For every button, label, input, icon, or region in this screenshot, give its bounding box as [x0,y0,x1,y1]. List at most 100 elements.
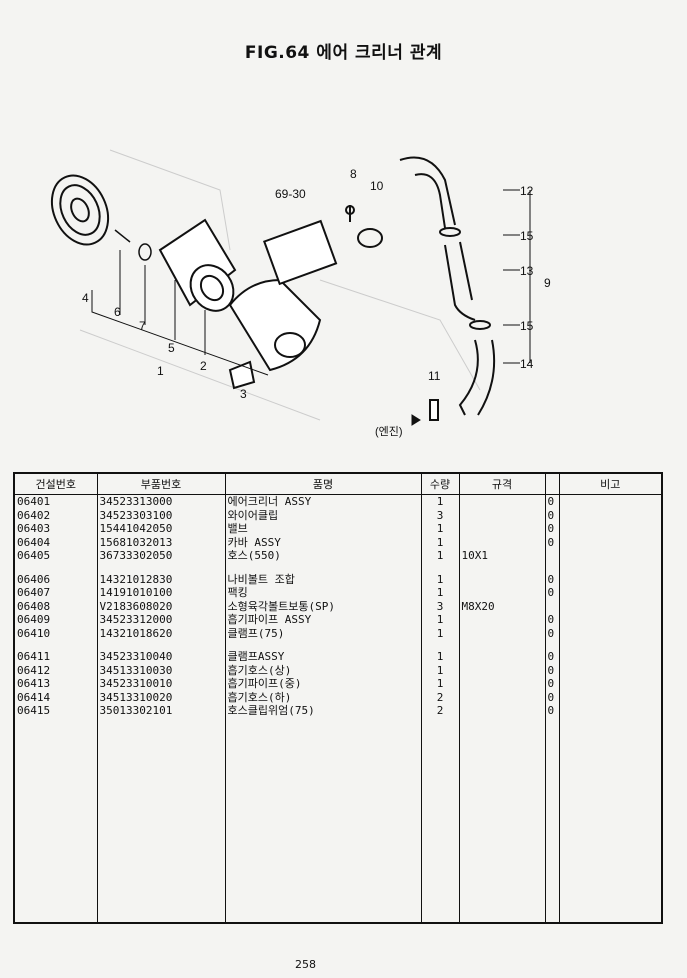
cell-part: 34523312000 [97,613,226,627]
spacer-cell [559,563,661,573]
cell-name: 호스(550) [225,549,422,563]
cell-spec [459,572,546,586]
callout-13: 13 [520,264,534,278]
cell-spec [459,508,546,522]
cell-name: 흡기호스(상) [225,663,422,677]
cell-qty: 2 [421,690,460,704]
callout-9: 9 [544,276,551,290]
callout-1: 1 [157,364,164,378]
cell-part: 14191010100 [97,586,226,600]
spacer-cell [545,640,560,650]
cell-qty: 1 [421,650,460,664]
cell-spec [459,663,546,677]
header-part-name: 품명 [225,474,422,495]
cell-part: 34523303100 [97,508,226,522]
cell-note [559,586,661,600]
header-blank [545,474,560,495]
spacer-cell [559,640,661,650]
cell-name: 팩킹 [225,586,422,600]
cell-note [559,509,661,523]
cell-qty: 1 [421,522,460,536]
page-number: 258 [295,958,316,971]
cell-spec [459,690,546,704]
air-cleaner-body-icon [228,219,338,372]
header-part-no: 부품번호 [97,474,226,495]
cell-spec [459,586,546,600]
table-header-row: 건설번호 부품번호 품명 수량 규격 비고 [15,474,661,495]
spacer-cell [15,640,98,650]
cell-no: 06402 [15,508,98,522]
cell-no: 06414 [15,690,98,704]
cell-qty: 3 [421,508,460,522]
cell-no: 06410 [15,626,98,640]
cell-no: 06406 [15,572,98,586]
cell-part: 14321018620 [97,626,226,640]
cell-name: 클램프(75) [225,626,422,640]
callout-12: 12 [520,184,534,198]
cell-part: 36733302050 [97,549,226,563]
callout-2: 2 [200,359,207,373]
cell-name: 밸브 [225,522,422,536]
cell-name: 에어크리너 ASSY [225,494,422,509]
cell-zero: 0 [545,650,560,664]
engine-label: (엔진) [375,425,403,438]
cell-zero: 0 [545,522,560,536]
cell-note [559,536,661,550]
cell-spec [459,704,546,718]
cell-no: 06412 [15,663,98,677]
cell-no: 06404 [15,535,98,549]
cell-note [559,600,661,614]
callout-69-30: 69-30 [275,187,306,201]
cell-zero [545,599,560,613]
header-quantity: 수량 [421,474,460,495]
cell-no: 06415 [15,704,98,718]
cell-note [559,495,661,509]
cell-part: 34523310010 [97,677,226,691]
cell-qty: 1 [421,663,460,677]
filler-cell [15,717,98,923]
cell-qty: 1 [421,549,460,563]
cell-note [559,627,661,641]
filler-cell [97,717,226,923]
cell-no: 06405 [15,549,98,563]
filter-element-icon [158,218,237,312]
cell-spec [459,613,546,627]
cell-zero: 0 [545,677,560,691]
cell-no: 06409 [15,613,98,627]
header-construction-no: 건설번호 [15,474,98,495]
cell-note [559,613,661,627]
spacer-cell [421,640,460,650]
header-spec: 규격 [459,474,546,495]
cell-spec: M8X20 [459,599,546,613]
cell-qty: 2 [421,704,460,718]
cell-zero: 0 [545,586,560,600]
cell-no: 06411 [15,650,98,664]
cell-part: 15441042050 [97,522,226,536]
cell-qty: 1 [421,586,460,600]
cell-zero [545,549,560,563]
cell-note [559,573,661,587]
cell-qty: 1 [421,677,460,691]
exploded-parts-diagram: 4 6 7 5 1 2 3 69-30 8 10 12 15 13 9 15 1… [50,149,551,438]
cell-part: 14321012830 [97,572,226,586]
callout-8: 8 [350,167,357,181]
cell-name: 호스클립위엄(75) [225,704,422,718]
cell-spec [459,677,546,691]
cell-spec: 10X1 [459,549,546,563]
cell-name: 나비볼트 조합 [225,572,422,586]
callout-3: 3 [240,387,247,401]
cell-name: 흡기호스(하) [225,690,422,704]
cell-note [559,704,661,718]
filler-cell [421,717,460,923]
page-title: FIG.64 에어 크리너 관계 [244,43,443,63]
cell-spec [459,650,546,664]
cell-name: 흡기파이프(중) [225,677,422,691]
filler-cell [545,717,560,923]
callout-15-lower: 15 [520,319,534,333]
